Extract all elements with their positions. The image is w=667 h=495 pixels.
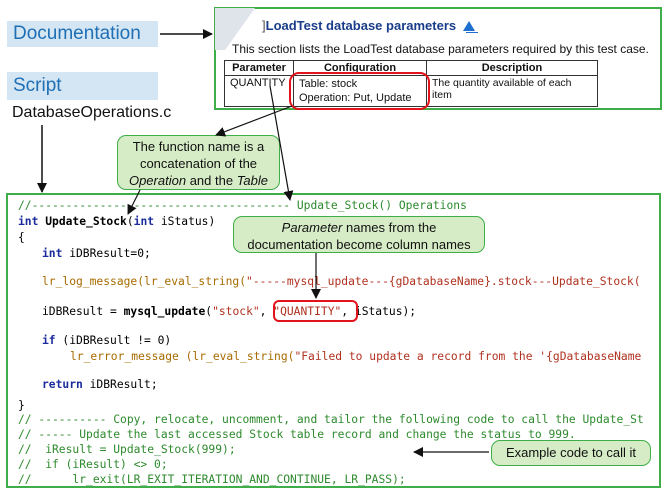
keyword: return — [42, 378, 83, 391]
triangle-up-icon[interactable] — [462, 21, 475, 31]
arrow-config-to-callout — [215, 105, 293, 137]
code-token: , — [259, 305, 274, 318]
code-token: , iStatus); — [341, 305, 417, 318]
code-line: // ----- Update the last accessed Stock … — [18, 428, 576, 441]
column-header: Parameter — [224, 60, 294, 76]
triangle-underline — [466, 32, 479, 33]
code-token: iDBResult; — [82, 378, 158, 391]
callout-parameter: Parameter — [281, 220, 343, 235]
code-token: iStatus) — [154, 215, 216, 228]
configuration-cell: Table: stock Operation: Put, Update — [293, 75, 427, 107]
arrow-parameter-to-code — [269, 85, 294, 201]
doc-title-marker: ] — [262, 18, 266, 33]
code-line: iDBResult = mysql_update("stock", "QUANT… — [42, 305, 416, 318]
code-line: } — [18, 399, 25, 412]
doc-title-text: LoadTest database parameters — [265, 18, 457, 33]
table-row: QUANTITY Table: stock Operation: Put, Up… — [224, 75, 598, 107]
function-call: lr_log_message(lr_eval_string( — [42, 275, 247, 288]
arrow-callout-to-function — [127, 189, 141, 215]
callout-text: names from the — [346, 220, 437, 235]
code-line: if (iDBResult != 0) — [42, 334, 171, 347]
callout-text-and: and the — [189, 173, 234, 188]
column-header: Configuration — [293, 60, 427, 76]
code-line: // lr_exit(LR_EXIT_ITERATION_AND_CONTINU… — [18, 473, 406, 486]
callout-line: documentation become column names — [247, 237, 471, 252]
callout-line: Parameter names from the — [234, 219, 484, 236]
code-line: int Update_Stock(int iStatus) — [18, 215, 215, 228]
parameters-table: Parameter Configuration Description QUAN… — [224, 60, 598, 107]
script-code-panel: //--------------------------------------… — [6, 193, 661, 488]
keyword: if — [42, 334, 56, 347]
script-filename: DatabaseOperations.c — [12, 104, 172, 121]
code-line: // iResult = Update_Stock(999); — [18, 443, 236, 456]
callout-operation: Operation — [128, 173, 187, 188]
code-token: ( — [126, 215, 134, 228]
doc-section-title: ]LoadTest database parameters — [262, 18, 479, 33]
config-table: Table: stock — [299, 78, 358, 90]
table-header-row: Parameter Configuration Description — [224, 60, 598, 76]
string-literal: "stock" — [212, 305, 260, 318]
code-line: // if (iResult) <> 0; — [18, 458, 168, 471]
code-line: lr_log_message(lr_eval_string("-----mysq… — [42, 275, 641, 288]
code-line: lr_error_message (lr_eval_string("Failed… — [70, 350, 641, 363]
keyword: int — [42, 247, 63, 260]
documentation-label: Documentation — [7, 21, 158, 47]
quantity-literal: "QUANTITY" — [273, 305, 342, 318]
function-name-callout: The function name is a concatenation of … — [117, 135, 280, 190]
keyword: int — [133, 215, 155, 228]
parameter-names-callout: Parameter names from the documentation b… — [233, 216, 485, 253]
callout-text: The function name is a concatenation of … — [132, 139, 265, 171]
function-call: lr_error_message (lr_eval_string( — [70, 350, 295, 363]
keyword: int — [18, 215, 39, 228]
function-name: Update_Stock — [45, 215, 127, 228]
string-literal: "-----mysql_update---{gDatabaseName}.sto… — [246, 275, 641, 288]
script-label: Script — [7, 72, 158, 100]
code-line: return iDBResult; — [42, 378, 158, 391]
description-cell: The quantity available of each item — [426, 75, 598, 107]
example-code-callout: Example code to call it — [491, 440, 651, 466]
code-line: // ---------- Copy, relocate, uncomment,… — [18, 413, 644, 426]
callout-table: Table — [236, 173, 269, 188]
config-operation: Operation: Put, Update — [299, 92, 412, 104]
column-header: Description — [426, 60, 598, 76]
function-name: mysql_update — [123, 305, 206, 318]
code-line: int iDBResult=0; — [42, 247, 151, 260]
page-curl-decoration — [215, 8, 255, 50]
code-token: ( — [205, 305, 213, 318]
config-highlight — [289, 72, 430, 110]
quantity-highlight — [273, 300, 358, 322]
code-token: (iDBResult != 0) — [55, 334, 172, 347]
string-literal: "Failed to update a record from the '{gD… — [294, 350, 642, 363]
parameter-cell: QUANTITY — [224, 75, 294, 107]
code-line: //--------------------------------------… — [18, 199, 467, 212]
code-line: { — [18, 231, 25, 244]
code-token: iDBResult=0; — [62, 247, 151, 260]
code-token: iDBResult = — [42, 305, 124, 318]
doc-description: This section lists the LoadTest database… — [232, 42, 649, 56]
